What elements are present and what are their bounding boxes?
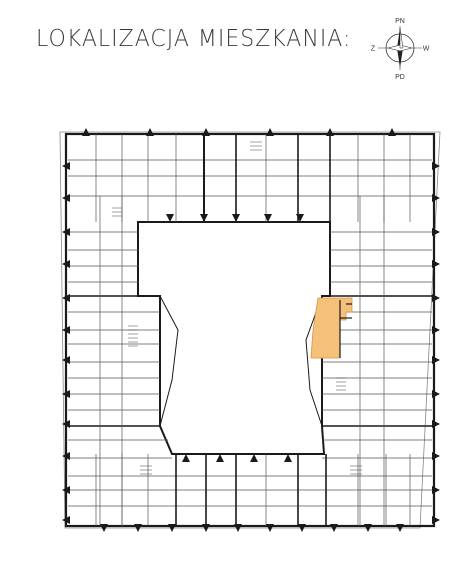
compass-rose-icon: PN PD W Z <box>371 18 430 81</box>
unit-row-lines <box>68 231 432 507</box>
page-title: LOKALIZACJA MIESZKANIA: <box>36 26 352 53</box>
direction-arrow-icon <box>202 128 210 136</box>
direction-arrow-icon <box>232 214 240 222</box>
direction-arrow-icon <box>432 294 440 302</box>
compass-east-label: W <box>423 46 430 53</box>
direction-arrow-icon <box>388 128 396 136</box>
direction-arrow-icon <box>62 356 70 364</box>
direction-arrow-icon <box>298 524 306 532</box>
direction-arrow-icon <box>100 524 108 532</box>
highlighted-apartment <box>310 297 353 359</box>
direction-arrow-icon <box>432 486 440 494</box>
stair-hatching <box>112 141 362 475</box>
direction-arrow-icon <box>62 420 70 428</box>
direction-arrow-icon <box>432 356 440 364</box>
compass-north-label: PN <box>395 18 405 25</box>
direction-arrow-icon <box>432 162 440 170</box>
direction-arrow-icon <box>432 326 440 334</box>
direction-arrow-icon <box>326 128 334 136</box>
direction-arrow-icon <box>432 260 440 268</box>
direction-arrow-icon <box>146 128 154 136</box>
direction-arrow-icon <box>62 390 70 398</box>
direction-arrow-icon <box>234 524 242 532</box>
direction-arrow-icon <box>202 524 210 532</box>
direction-arrow-icon <box>284 454 292 462</box>
direction-arrow-icon <box>216 454 224 462</box>
direction-arrow-icon <box>62 452 70 460</box>
direction-arrow-icon <box>432 228 440 236</box>
interior-walls <box>68 134 432 526</box>
direction-arrow-icon <box>62 260 70 268</box>
direction-arrow-icon <box>266 128 274 136</box>
compass-south-label: PD <box>395 74 405 81</box>
direction-arrow-icon <box>432 420 440 428</box>
site-boundary <box>59 131 441 529</box>
direction-arrow-icon <box>62 516 70 524</box>
direction-arrow-icon <box>432 194 440 202</box>
direction-arrow-icon <box>62 228 70 236</box>
direction-arrow-icon <box>166 214 174 222</box>
direction-arrow-icon <box>396 524 404 532</box>
apartment-walls <box>339 300 352 358</box>
direction-arrow-icon <box>266 524 274 532</box>
direction-arrow-icons <box>62 128 440 532</box>
direction-arrow-icon <box>62 326 70 334</box>
direction-arrow-icon <box>62 194 70 202</box>
direction-arrow-icon <box>82 128 90 136</box>
direction-arrow-icon <box>250 454 258 462</box>
direction-arrow-icon <box>134 524 142 532</box>
direction-arrow-icon <box>264 214 272 222</box>
direction-arrow-icon <box>432 390 440 398</box>
direction-arrow-icon <box>200 214 208 222</box>
direction-arrow-icon <box>330 524 338 532</box>
direction-arrow-icon <box>432 452 440 460</box>
direction-arrow-icon <box>168 524 176 532</box>
direction-arrow-icon <box>62 486 70 494</box>
direction-arrow-icon <box>62 294 70 302</box>
direction-arrow-icon <box>62 162 70 170</box>
direction-arrow-icon <box>182 454 190 462</box>
compass-west-label: Z <box>371 46 376 53</box>
direction-arrow-icon <box>296 214 304 222</box>
direction-arrow-icon <box>364 524 372 532</box>
direction-arrow-icon <box>432 516 440 524</box>
